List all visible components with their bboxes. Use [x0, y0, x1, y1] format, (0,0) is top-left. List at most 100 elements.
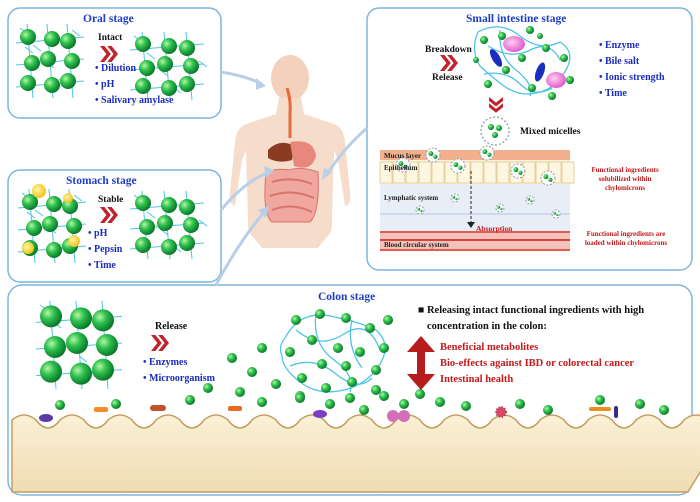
stomach-factor: • Pepsin: [88, 244, 123, 255]
benefit-item: Beneficial metabolites: [440, 342, 538, 353]
oral-stage-title: Oral stage: [83, 13, 134, 25]
bead: [527, 197, 531, 201]
bead: [42, 216, 58, 232]
lymphatic-label: Lymphatic system: [384, 194, 438, 202]
colon-headline-line: ■ Releasing intact functional ingredient…: [418, 305, 644, 316]
stomach-chevron-arrow: [100, 207, 118, 223]
bead: [355, 347, 365, 357]
note-top-line: chylomicrons: [605, 184, 645, 192]
si-factor: • Ionic strength: [599, 72, 665, 83]
stomach-gel-right: [129, 190, 208, 260]
note-bottom-line: loaded within chylomicrons: [585, 239, 668, 247]
bacteria-icon: [614, 406, 618, 418]
bacteria-icon: [150, 405, 166, 411]
bead: [635, 399, 645, 409]
bead: [528, 84, 536, 92]
bead: [371, 365, 381, 375]
bacteria-icon: [39, 414, 53, 422]
bead: [458, 165, 463, 170]
bead: [482, 149, 488, 155]
bead: [498, 32, 506, 40]
network-strand: [34, 209, 44, 217]
network-strand: [198, 219, 208, 227]
esophagus-shape: [285, 87, 292, 138]
network-strand: [198, 60, 208, 68]
chevron-segment: [151, 335, 162, 351]
bead: [383, 315, 393, 325]
chevron-segment: [158, 335, 169, 351]
colon-factor: • Microorganism: [143, 373, 216, 384]
bead: [66, 332, 88, 354]
bead: [526, 26, 534, 34]
chylomicron: [525, 195, 535, 205]
bead: [64, 53, 80, 69]
chevron-segment: [100, 46, 111, 62]
bacteria-icon: [398, 410, 410, 422]
bead: [46, 242, 62, 258]
colon-arrow-label: Release: [155, 321, 188, 332]
stomach-shape: [290, 141, 316, 168]
bead: [325, 399, 335, 409]
enzyme-icons: [489, 36, 566, 88]
bead: [518, 170, 523, 175]
bead: [135, 237, 151, 253]
note-top-line: solubilized within: [599, 175, 652, 183]
pepsin-icon: [63, 193, 73, 203]
mixed-micelle-icon: [480, 116, 510, 146]
bead: [179, 40, 195, 56]
epithelial-cell: [418, 161, 432, 184]
oral-factor: • Salivary amylase: [95, 95, 174, 106]
colon-degraded-gel: [279, 309, 393, 401]
bead: [183, 58, 199, 74]
oral-chevron-arrow: [100, 46, 118, 62]
epithelial-cell: [496, 161, 510, 184]
bead: [518, 54, 526, 62]
bead: [542, 44, 550, 52]
bead: [291, 315, 301, 325]
colon-intact-gel: [35, 300, 123, 390]
network-strand: [32, 44, 42, 52]
bacteria-icon: [228, 406, 242, 411]
bead: [185, 395, 195, 405]
bead: [415, 389, 425, 399]
bacteria-icon: [94, 407, 108, 412]
bead: [307, 335, 317, 345]
bead: [500, 207, 503, 211]
bead: [428, 151, 434, 157]
colon-headline-line: concentration in the colon:: [427, 321, 547, 332]
epithelial-cells: [379, 161, 575, 184]
bile-salt-icon: [489, 49, 503, 67]
bead: [20, 75, 36, 91]
chylomicron: [450, 193, 460, 203]
chylomicron-icons: [395, 145, 561, 219]
bead: [379, 343, 389, 353]
bead: [70, 362, 92, 385]
stomach-factor: • pH: [88, 228, 108, 239]
bead: [157, 56, 173, 72]
bead: [227, 353, 237, 363]
bile-salt-icon: [534, 62, 546, 82]
blood-system-label: Blood circular system: [384, 241, 449, 249]
benefit-item: Intestinal health: [440, 374, 513, 385]
bead: [135, 195, 151, 211]
bacteria-icon: [495, 406, 507, 418]
colon-factor: • Enzymes: [143, 357, 187, 368]
liver-shape: [268, 142, 294, 162]
network-strand: [279, 314, 386, 393]
bead: [435, 397, 445, 407]
epithelial-cell: [483, 161, 497, 184]
bead: [315, 309, 325, 319]
bead: [548, 177, 553, 182]
network-strand: [24, 46, 34, 54]
bead: [257, 397, 267, 407]
si-factor: • Bile salt: [599, 56, 640, 67]
released-beads: [55, 343, 669, 415]
oral-intact-gel-left: [15, 23, 85, 99]
colon-villi: [11, 414, 700, 493]
bead: [247, 367, 257, 377]
chylomicron: [551, 209, 561, 219]
network-strand: [349, 319, 363, 369]
stomach-stage-title: Stomach stage: [66, 175, 137, 187]
epithelial-cell: [470, 161, 484, 184]
